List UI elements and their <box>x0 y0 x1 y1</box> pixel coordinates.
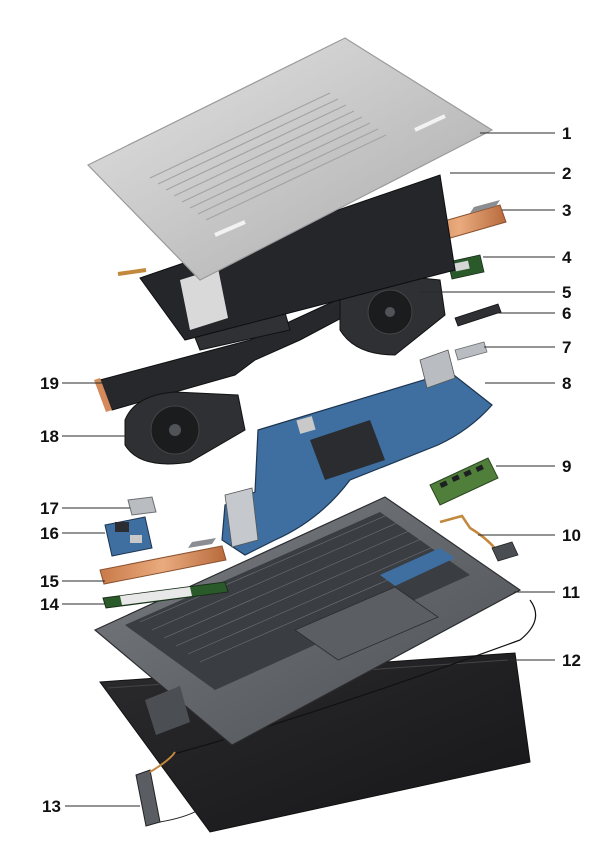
callout-4: 4 <box>562 248 572 267</box>
type-c-bracket <box>454 341 488 361</box>
antenna-module <box>439 514 519 562</box>
callout-16: 16 <box>40 524 59 543</box>
callout-11: 11 <box>562 583 580 602</box>
callout-8: 8 <box>562 374 572 393</box>
callout-15: 15 <box>40 572 59 591</box>
left-fan <box>124 391 246 465</box>
callout-5: 5 <box>562 283 572 302</box>
right-fan <box>339 274 446 356</box>
palmrest-keyboard-assembly <box>93 496 522 746</box>
callout-12: 12 <box>562 651 581 670</box>
solid-state-drive <box>102 581 229 609</box>
fan-bracket <box>454 303 502 327</box>
speaker <box>135 751 211 827</box>
io-board-bracket <box>127 496 157 516</box>
callout-6: 6 <box>562 304 572 323</box>
ssd-thermal-plate <box>99 538 227 585</box>
callout-9: 9 <box>562 457 572 476</box>
callout-18: 18 <box>40 427 59 446</box>
base-cover <box>86 37 494 281</box>
leader-lines <box>62 132 555 807</box>
callout-2: 2 <box>562 164 572 183</box>
callout-3: 3 <box>562 201 572 220</box>
callout-13: 13 <box>42 797 61 816</box>
callout-10: 10 <box>562 526 581 545</box>
io-board <box>104 516 153 557</box>
memory-module <box>429 457 499 506</box>
battery <box>117 174 456 341</box>
callout-7: 7 <box>562 338 572 357</box>
callout-14: 14 <box>40 595 59 614</box>
callout-19: 19 <box>40 374 59 393</box>
callout-1: 1 <box>562 124 572 143</box>
system-board <box>221 349 493 556</box>
wlan-card <box>447 254 485 280</box>
callout-17: 17 <box>40 499 59 518</box>
